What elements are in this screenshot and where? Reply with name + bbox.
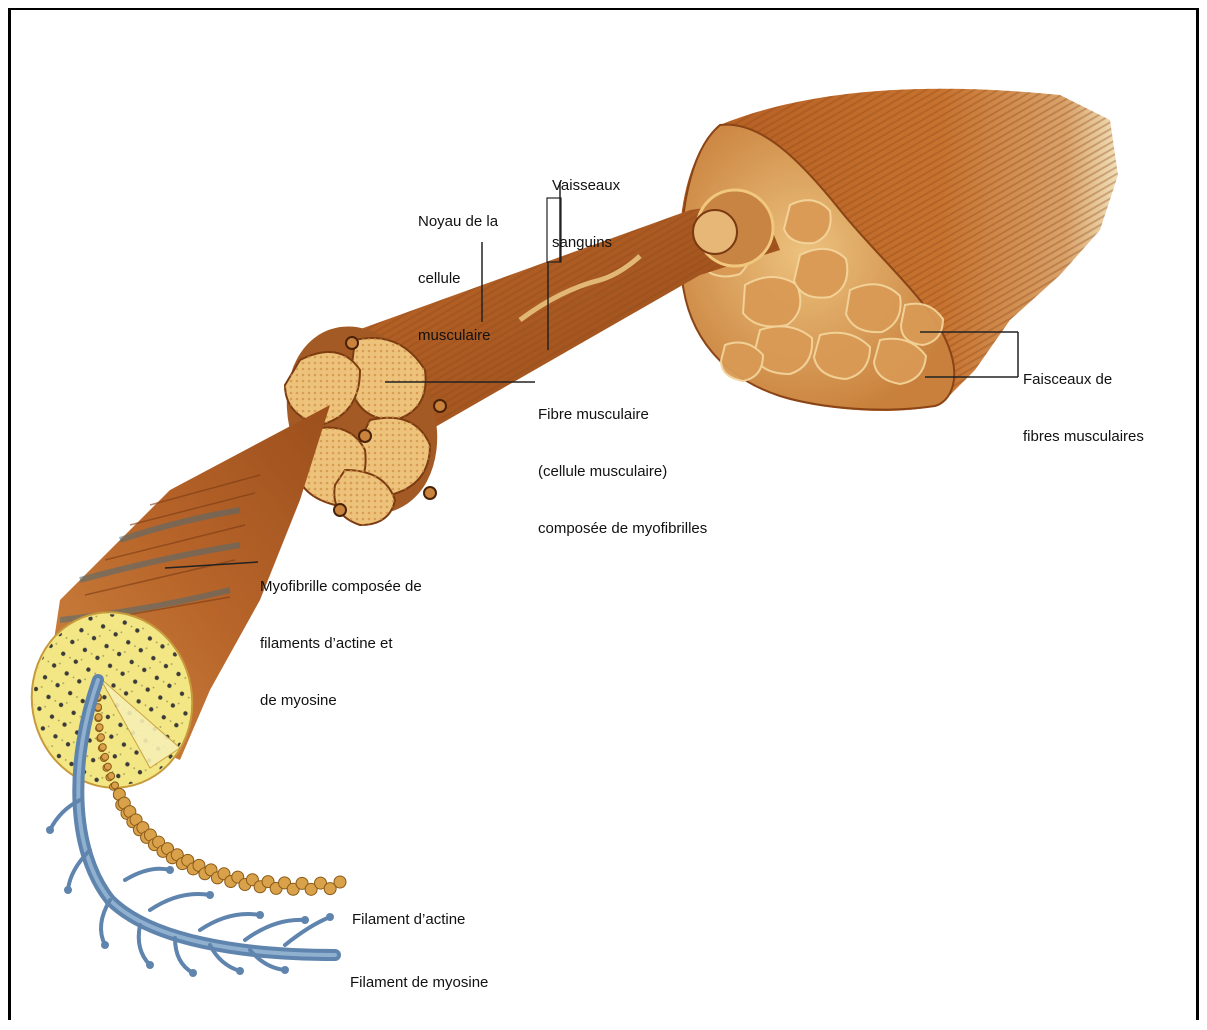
label-line: (cellule musculaire): [538, 462, 707, 481]
actin-bead: [108, 773, 115, 780]
actin-bead: [104, 763, 111, 770]
actin-bead: [97, 734, 104, 741]
label-line: composée de myofibrilles: [538, 519, 707, 538]
label-line: cellule: [418, 269, 498, 288]
actin-bead: [102, 753, 109, 760]
actin-bead: [96, 724, 103, 731]
label-vaisseaux-sanguins: Vaisseaux sanguins: [552, 138, 620, 290]
actin-bead: [95, 714, 102, 721]
label-myofibrille: Myofibrille composée de filaments d’acti…: [260, 539, 422, 748]
label-fibre-musculaire: Fibre musculaire (cellule musculaire) co…: [538, 367, 707, 576]
label-line: Faisceaux de: [1023, 370, 1144, 389]
label-line: filaments d’actine et: [260, 634, 422, 653]
label-line: fibres musculaires: [1023, 427, 1144, 446]
actin-bead: [99, 744, 106, 751]
actin-bead: [111, 782, 118, 789]
label-noyau-cellule-musculaire: Noyau de la cellule musculaire: [418, 174, 498, 383]
label-line: Noyau de la: [418, 212, 498, 231]
label-faisceaux: Faisceaux de fibres musculaires: [1023, 332, 1144, 484]
label-line: Myofibrille composée de: [260, 577, 422, 596]
label-line: Vaisseaux: [552, 176, 620, 195]
actin-bead: [334, 876, 346, 888]
label-line: musculaire: [418, 326, 498, 345]
label-line: Filament d’actine: [352, 910, 465, 929]
label-line: Filament de myosine: [350, 973, 488, 992]
label-line: de myosine: [260, 691, 422, 710]
label-line: sanguins: [552, 233, 620, 252]
label-line: Fibre musculaire: [538, 405, 707, 424]
label-filament-myosine: Filament de myosine: [350, 935, 488, 1030]
